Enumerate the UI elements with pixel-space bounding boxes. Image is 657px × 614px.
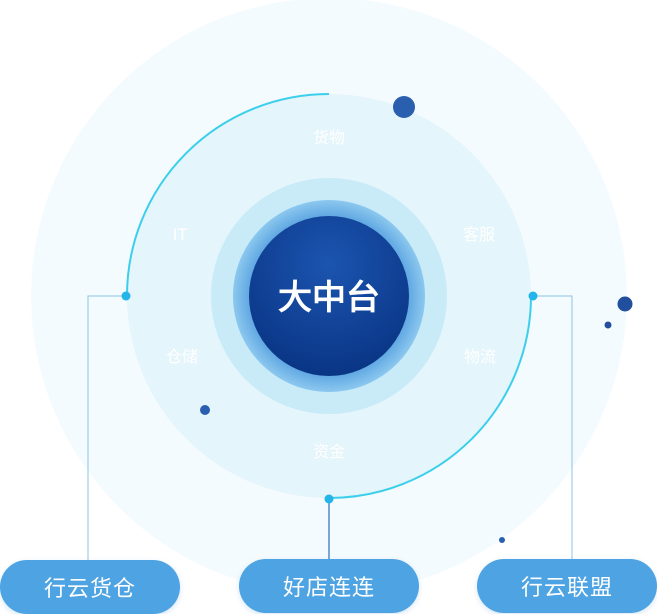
output-button-hangyun-warehouse[interactable]: 行云货仓: [0, 560, 180, 614]
ring-label-lower-right: 物流: [464, 347, 496, 366]
ring-label-bottom: 资金: [313, 442, 345, 461]
ring-label-top: 货物: [313, 128, 345, 147]
ring-arc-left: [126, 93, 330, 297]
core-circle: [249, 216, 409, 376]
ring-label-lower-left: 仓储: [166, 347, 198, 366]
decor-dot-left: [200, 405, 210, 415]
output-button-haodian-lianlian[interactable]: 好店连连: [239, 559, 419, 613]
output-label-left: 行云货仓: [43, 577, 136, 602]
core-label: 大中台: [278, 278, 380, 318]
connector-left: [87, 295, 127, 560]
decor-dot-right-large: [617, 296, 633, 312]
output-label-center: 好店连连: [282, 576, 375, 601]
ring-arc-bottom-right: [328, 295, 532, 499]
ring-label-upper-right: 客服: [463, 225, 495, 244]
node-right: [528, 291, 538, 301]
connector-right: [533, 295, 573, 559]
node-left: [121, 291, 131, 301]
decor-dot-right-small: [604, 321, 612, 329]
output-label-right: 行云联盟: [520, 576, 613, 601]
decor-dot-bottom: [499, 537, 505, 543]
decor-dot-top: [393, 96, 415, 118]
node-bottom: [324, 494, 334, 504]
ring-label-upper-left: IT: [173, 225, 188, 244]
output-button-hangyun-alliance[interactable]: 行云联盟: [477, 559, 657, 613]
